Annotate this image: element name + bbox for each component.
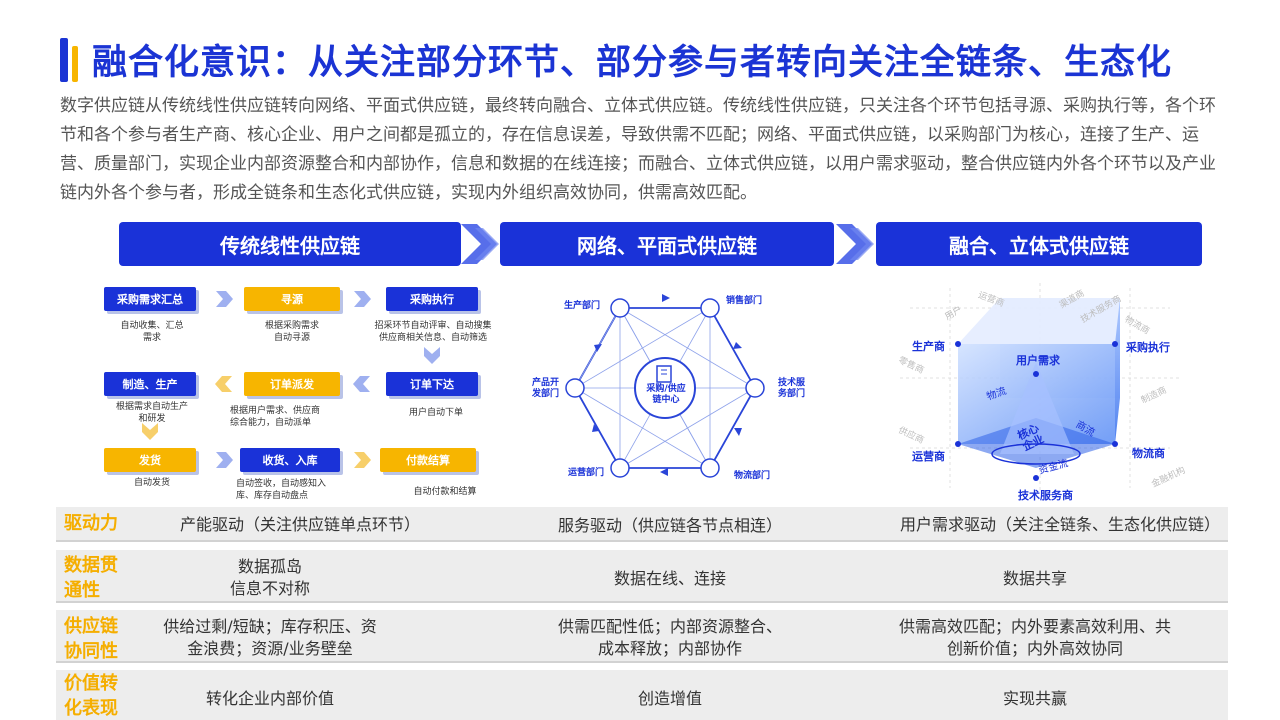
title-accent-bar <box>60 38 68 82</box>
flow-desc: 根据用户需求、供应商 综合能力，自动派单 <box>230 406 321 428</box>
cube-label-tech-service-provider: 技术服务商 <box>1018 489 1073 502</box>
header-integrated: 融合、立体式供应链 <box>876 222 1202 266</box>
cube-label-purchase-execution: 采购执行 <box>1126 341 1170 354</box>
arrow-left-icon <box>215 376 232 392</box>
row-cell: 用户需求驱动（关注全链条、生态化供应链） <box>899 515 1220 534</box>
arrow-down-icon <box>424 347 440 364</box>
row-cell: 数据孤岛 信息不对称 <box>229 557 310 598</box>
network-node-product-dev: 产品开 发部门 <box>532 378 560 399</box>
intro-paragraph: 数字供应链从传统线性供应链转向网络、平面式供应链，最终转向融合、立体式供应链。传… <box>60 96 1216 203</box>
flow-desc: 自动收集、汇总 需求 <box>120 321 184 343</box>
table-row <box>56 670 1228 720</box>
row-label-driving-force: 驱动力 <box>64 513 118 534</box>
row-cell: 服务驱动（供应链各节点相连） <box>557 516 782 535</box>
network-node-sales: 销售部门 <box>726 296 763 306</box>
network-node-logistics: 物流部门 <box>734 471 771 481</box>
arrow-right-icon <box>216 452 233 468</box>
cube-label-logistics-provider: 物流商 <box>1132 447 1165 460</box>
network-node-operations: 运营部门 <box>568 468 605 478</box>
cube-diagram <box>900 283 1180 493</box>
row-cell: 创造增值 <box>637 689 702 708</box>
row-cell: 供需匹配性低；内部资源整合、 成本释放；内部协作 <box>557 617 782 658</box>
arrow-right-icon <box>216 291 233 307</box>
row-label-value-conversion: 价值转 化表现 <box>64 673 118 719</box>
cube-label-operator: 运营商 <box>912 450 945 463</box>
title-accent-bar-yellow <box>72 46 78 82</box>
row-cell: 数据共享 <box>1002 569 1067 588</box>
flow-box-order-dispatch: 订单派发 <box>244 372 340 396</box>
arrow-left-icon <box>353 376 370 392</box>
flow-box-receiving: 收货、入库 <box>240 448 340 472</box>
cube-label-producer: 生产商 <box>912 340 945 353</box>
chevron-right-icon <box>836 224 874 264</box>
flow-box-payment: 付款结算 <box>380 448 476 472</box>
page-title: 融合化意识：从关注部分环节、部分参与者转向关注全链条、生态化 <box>92 43 1173 83</box>
arrow-right-icon <box>354 291 371 307</box>
flow-box-shipping: 发货 <box>104 448 196 472</box>
network-node-tech-service: 技术服 务部门 <box>778 378 806 399</box>
row-cell: 产能驱动（关注供应链单点环节） <box>179 515 420 534</box>
flow-box-purchase-execution: 采购执行 <box>386 287 478 311</box>
header-linear: 传统线性供应链 <box>119 222 461 266</box>
flow-desc: 自动发货 <box>133 478 170 488</box>
row-cell: 转化企业内部价值 <box>205 689 334 708</box>
flow-desc: 自动签收，自动感知入 库、库存自动盘点 <box>236 479 327 501</box>
flow-box-demand-summary: 采购需求汇总 <box>104 287 196 311</box>
cube-label-user-demand: 用户需求 <box>1016 354 1060 367</box>
flow-box-order-placement: 订单下达 <box>386 372 478 396</box>
row-label-collaboration: 供应链 协同性 <box>64 616 118 662</box>
network-diagram <box>565 294 765 478</box>
network-node-production: 生产部门 <box>564 301 601 311</box>
chevron-right-icon <box>461 224 499 264</box>
flow-desc: 根据采购需求 自动寻源 <box>264 321 319 343</box>
row-cell: 供需高效匹配；内外要素高效利用、共 创新价值；内外高效协同 <box>898 617 1171 658</box>
row-cell: 实现共赢 <box>1002 689 1067 708</box>
network-center-label: 采购/供应 链中心 <box>646 384 686 405</box>
table-row <box>56 507 1228 542</box>
flow-box-manufacturing: 制造、生产 <box>104 372 196 396</box>
table-row <box>56 610 1228 663</box>
arrow-down-icon <box>142 423 158 440</box>
flow-box-sourcing: 寻源 <box>244 287 340 311</box>
header-network: 网络、平面式供应链 <box>500 222 834 266</box>
row-cell: 数据在线、连接 <box>613 569 726 588</box>
arrow-right-icon <box>354 452 371 468</box>
flow-desc: 招采环节自动评审、自动搜集 供应商相关信息、自动筛选 <box>374 321 492 343</box>
row-label-data-connectivity: 数据贯 通性 <box>64 555 118 601</box>
table-row <box>56 550 1228 603</box>
row-cell: 供给过剩/短缺；库存积压、资 金浪费；资源/业务壁垒 <box>163 617 377 658</box>
flow-desc: 根据需求自动生产 和研发 <box>115 402 188 424</box>
flow-desc: 自动付款和结算 <box>413 487 477 497</box>
flow-desc: 用户自动下单 <box>408 408 463 418</box>
